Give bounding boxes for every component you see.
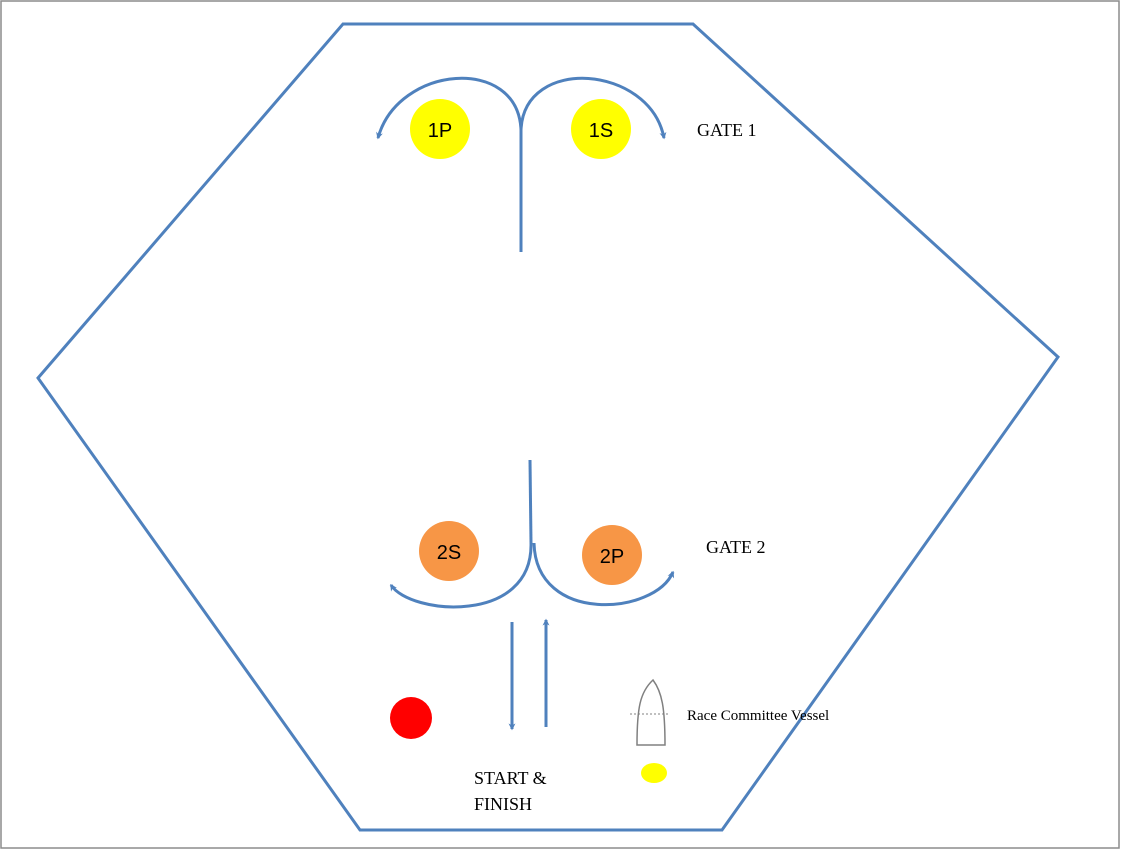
gate1-left-arc-arrow: [376, 76, 523, 140]
gate2-starboard-buoy: [419, 521, 479, 581]
gate1-port-buoy: [410, 99, 470, 159]
gate2-approach-line: [528, 459, 533, 544]
gate1-starboard-label: 1S: [589, 120, 613, 142]
gate2-rounding-arrows: [389, 459, 675, 609]
gate2-port-label: 2P: [600, 546, 624, 568]
gate1-port-label: 1P: [428, 120, 452, 142]
gate1-port-mark: 1P: [410, 99, 470, 159]
gate1-rounding-arrows: [376, 76, 667, 252]
boat-icon: [630, 678, 669, 746]
committee-vessel-label: Race Committee Vessel: [687, 708, 829, 724]
gate1-title: GATE 1: [697, 120, 757, 140]
start-finish-label: START & FINISH: [474, 768, 551, 814]
course-boundary: [36, 22, 1060, 832]
gate2-title: GATE 2: [706, 537, 766, 557]
gate2-right-arc-arrow: [532, 542, 675, 607]
start-finish-line2: FINISH: [474, 794, 532, 814]
gate2-starboard-mark: 2S: [419, 521, 479, 581]
gate2-port-buoy: [582, 525, 642, 585]
gate2-port-mark: 2P: [582, 525, 642, 585]
committee-boat-mark: [641, 763, 667, 783]
vessel-hull: [636, 678, 666, 746]
gate1-starboard-buoy: [571, 99, 631, 159]
gate1-starboard-mark: 1S: [571, 99, 631, 159]
start-finish-arrows: [508, 618, 550, 731]
gate1-right-arc-arrow: [519, 76, 667, 140]
start-pin-mark: [390, 697, 432, 739]
start-finish-line1: START &: [474, 768, 547, 788]
gate2-starboard-label: 2S: [437, 542, 461, 564]
gate2-left-arc-arrow: [389, 542, 533, 609]
